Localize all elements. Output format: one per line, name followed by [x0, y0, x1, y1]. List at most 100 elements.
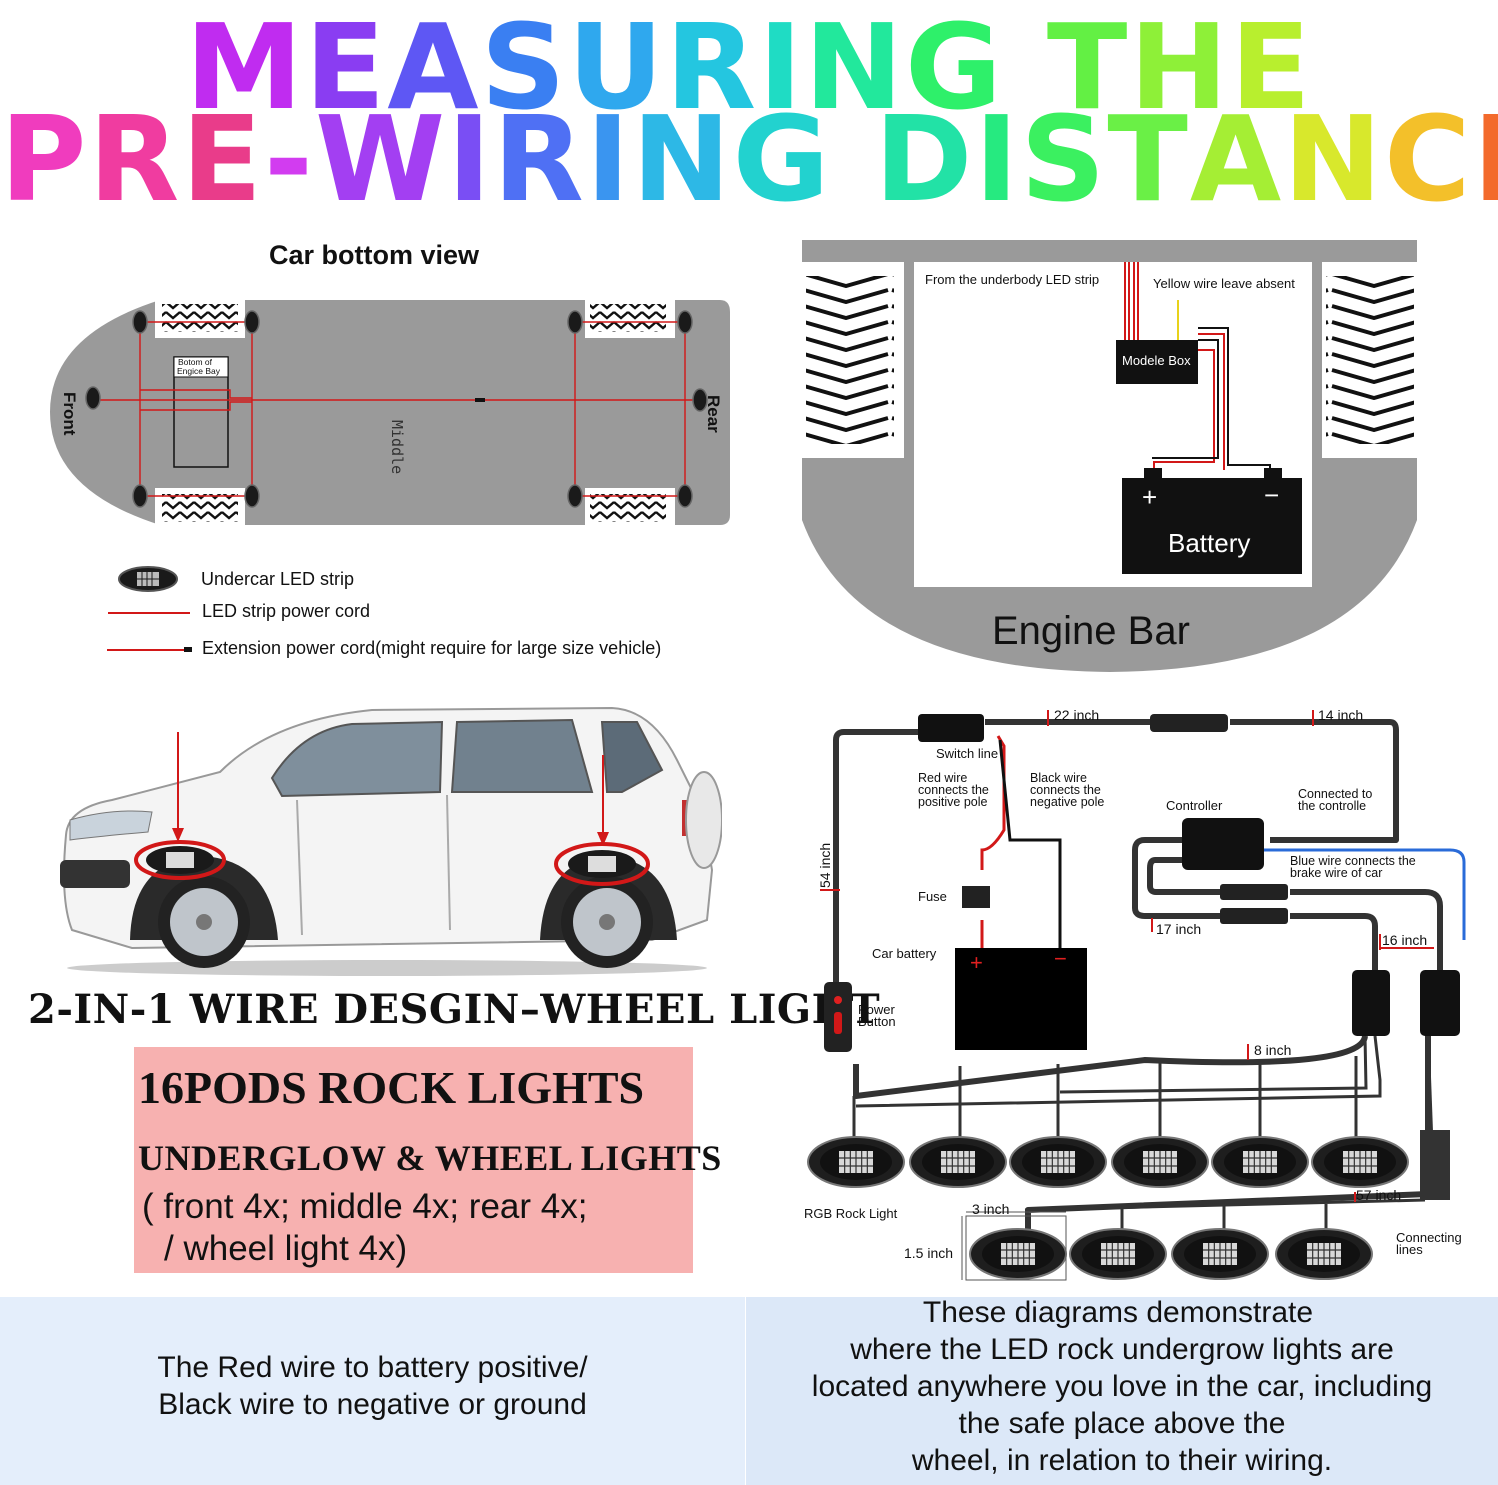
legend-extension-line [107, 649, 187, 651]
battery-label: Battery [1168, 528, 1250, 558]
battery-plus: + [1142, 482, 1157, 512]
title-letter: I [447, 90, 494, 228]
title-letter: N [804, 0, 905, 136]
rock-light-pod [1009, 1136, 1107, 1188]
footer-right-line-2: where the LED rock undergrow lights are [850, 1333, 1394, 1366]
rock-light-pod [1111, 1136, 1209, 1188]
legend-extension: Extension power cord(might require for l… [202, 638, 662, 658]
bottom-view-title: Car bottom view [269, 240, 480, 270]
title-letter: T [1107, 90, 1190, 228]
title-letter: W [314, 90, 448, 228]
title-letter: G [732, 90, 832, 228]
from-underbody-label: From the underbody LED strip [925, 272, 1099, 287]
title-letter [831, 100, 874, 218]
title-letter: I [585, 90, 632, 228]
title-letter: G [904, 0, 1004, 136]
title-letter: M [185, 0, 305, 136]
engine-bar-title: Engine Bar [992, 609, 1190, 653]
title-letter: P [0, 90, 89, 228]
rock-light-pod [1275, 1228, 1373, 1280]
blue-wire-label: Blue wire connects the brake wire of car [1290, 854, 1419, 880]
title-letter: S [480, 0, 568, 136]
rock-light-pod [1171, 1228, 1269, 1280]
legend-power-cord: LED strip power cord [202, 601, 371, 621]
title-letter: A [1189, 90, 1284, 228]
title-letter: D [874, 90, 975, 228]
promo-counts-line-2: / wheel light 4x) [164, 1229, 408, 1268]
title-line-2: PRE-WIRING DISTANCE [0, 100, 1498, 218]
title-letter: S [1020, 90, 1108, 228]
battery-minus: − [1264, 480, 1279, 510]
inch-17-label: 17 inch [1156, 921, 1201, 937]
rock-light-pod [1211, 1136, 1309, 1188]
car-illustration [60, 706, 722, 976]
wiring-battery-plus: + [970, 950, 983, 975]
module-box-label: Modele Box [1122, 353, 1191, 368]
car-battery-label: Car battery [872, 946, 937, 961]
footer-right-line-4: the safe place above the [958, 1407, 1286, 1440]
title-letter: U [567, 0, 666, 136]
legend-pod-icon [118, 566, 178, 592]
title-letter: E [1473, 100, 1498, 218]
switch-line-label: Switch line [936, 746, 998, 761]
title-letter: R [665, 0, 759, 136]
rgb-rock-light-label: RGB Rock Light [804, 1206, 898, 1221]
red-wire-label: Red wire connects the positive pole [918, 771, 992, 809]
footer-left-line-1: The Red wire to battery positive/ [157, 1351, 588, 1384]
promo-heading: 16PODS ROCK LIGHTS [138, 1062, 645, 1113]
inch-16-label: 16 inch [1382, 932, 1427, 948]
rock-light-pod [1069, 1228, 1167, 1280]
title-letter: E [181, 90, 264, 228]
black-wire-label: Black wire connects the negative pole [1030, 771, 1104, 809]
title-letter: I [974, 90, 1021, 228]
inch-22-label: 22 inch [1054, 707, 1099, 723]
promo-counts-line-1: ( front 4x; middle 4x; rear 4x; [142, 1187, 588, 1226]
front-label: Front [60, 392, 79, 436]
title-letter: I [758, 0, 805, 136]
rock-light-pod [807, 1136, 905, 1188]
footer-right-panel: These diagrams demonstrate where the LED… [746, 1296, 1498, 1485]
connecting-lines-label: Connecting lines [1396, 1230, 1465, 1257]
wiring-battery-minus: − [1054, 946, 1067, 971]
title-letter: A [387, 0, 481, 136]
title-letter: R [88, 90, 182, 228]
engine-bay-label-1: Botom of [178, 357, 213, 367]
controller-label: Controller [1166, 798, 1223, 813]
inch-54-label: 54 inch [817, 843, 833, 888]
title-letter: E [304, 0, 388, 136]
title-letter: C [1383, 90, 1473, 228]
title-letter: H [1129, 0, 1231, 136]
inch-8-label: 8 inch [1254, 1042, 1291, 1058]
footer-left-line-2: Black wire to negative or ground [158, 1388, 587, 1421]
inch-1-5-label: 1.5 inch [904, 1245, 953, 1261]
rock-light-pod [1311, 1136, 1409, 1188]
legend-power-cord-line [108, 612, 190, 614]
rear-label: Rear [704, 395, 723, 433]
wiring-diagram: + − Switch line 22 inch 14 inch Red wire… [804, 707, 1466, 1281]
footer-right-line-3: located anywhere you love in the car, in… [811, 1370, 1433, 1403]
footer-right-line-1: These diagrams demonstrate [922, 1296, 1314, 1329]
title-letter: T [1046, 0, 1130, 136]
yellow-wire-label: Yellow wire leave absent [1153, 276, 1295, 291]
legend-led-strip: Undercar LED strip [201, 569, 355, 589]
rock-light-pod [909, 1136, 1007, 1188]
inch-57-label: 57 inch [1356, 1187, 1401, 1203]
engine-bar-diagram: Modele Box From the underbody LED strip … [802, 240, 1418, 672]
title-line-1: MEASURING THE [0, 8, 1498, 126]
two-in-one-heading: 2-IN-1 WIRE DESGIN–WHEEL LIGHT [28, 986, 881, 1033]
promo-subheading: UNDERGLOW & WHEEL LIGHTS [138, 1138, 722, 1178]
footer-right-line-5: wheel, in relation to their wiring. [911, 1444, 1333, 1477]
legend-extension-connector [184, 647, 192, 652]
middle-label: Middle [388, 420, 406, 474]
title-letter: N [631, 90, 733, 228]
power-button-label: Power Button [858, 1002, 898, 1029]
fuse-label: Fuse [918, 889, 947, 904]
connected-label: Connected to the controlle [1298, 787, 1376, 813]
inch-14-label: 14 inch [1318, 707, 1363, 723]
engine-bay-label-2: Engice Bay [177, 366, 221, 376]
title-letter: N [1283, 90, 1384, 228]
title-letter: R [493, 90, 586, 228]
car-bottom-diagram: Botom of Engice Bay Front Rear Middle [50, 298, 730, 528]
title-letter: E [1230, 0, 1313, 136]
inch-3-label: 3 inch [972, 1201, 1009, 1217]
